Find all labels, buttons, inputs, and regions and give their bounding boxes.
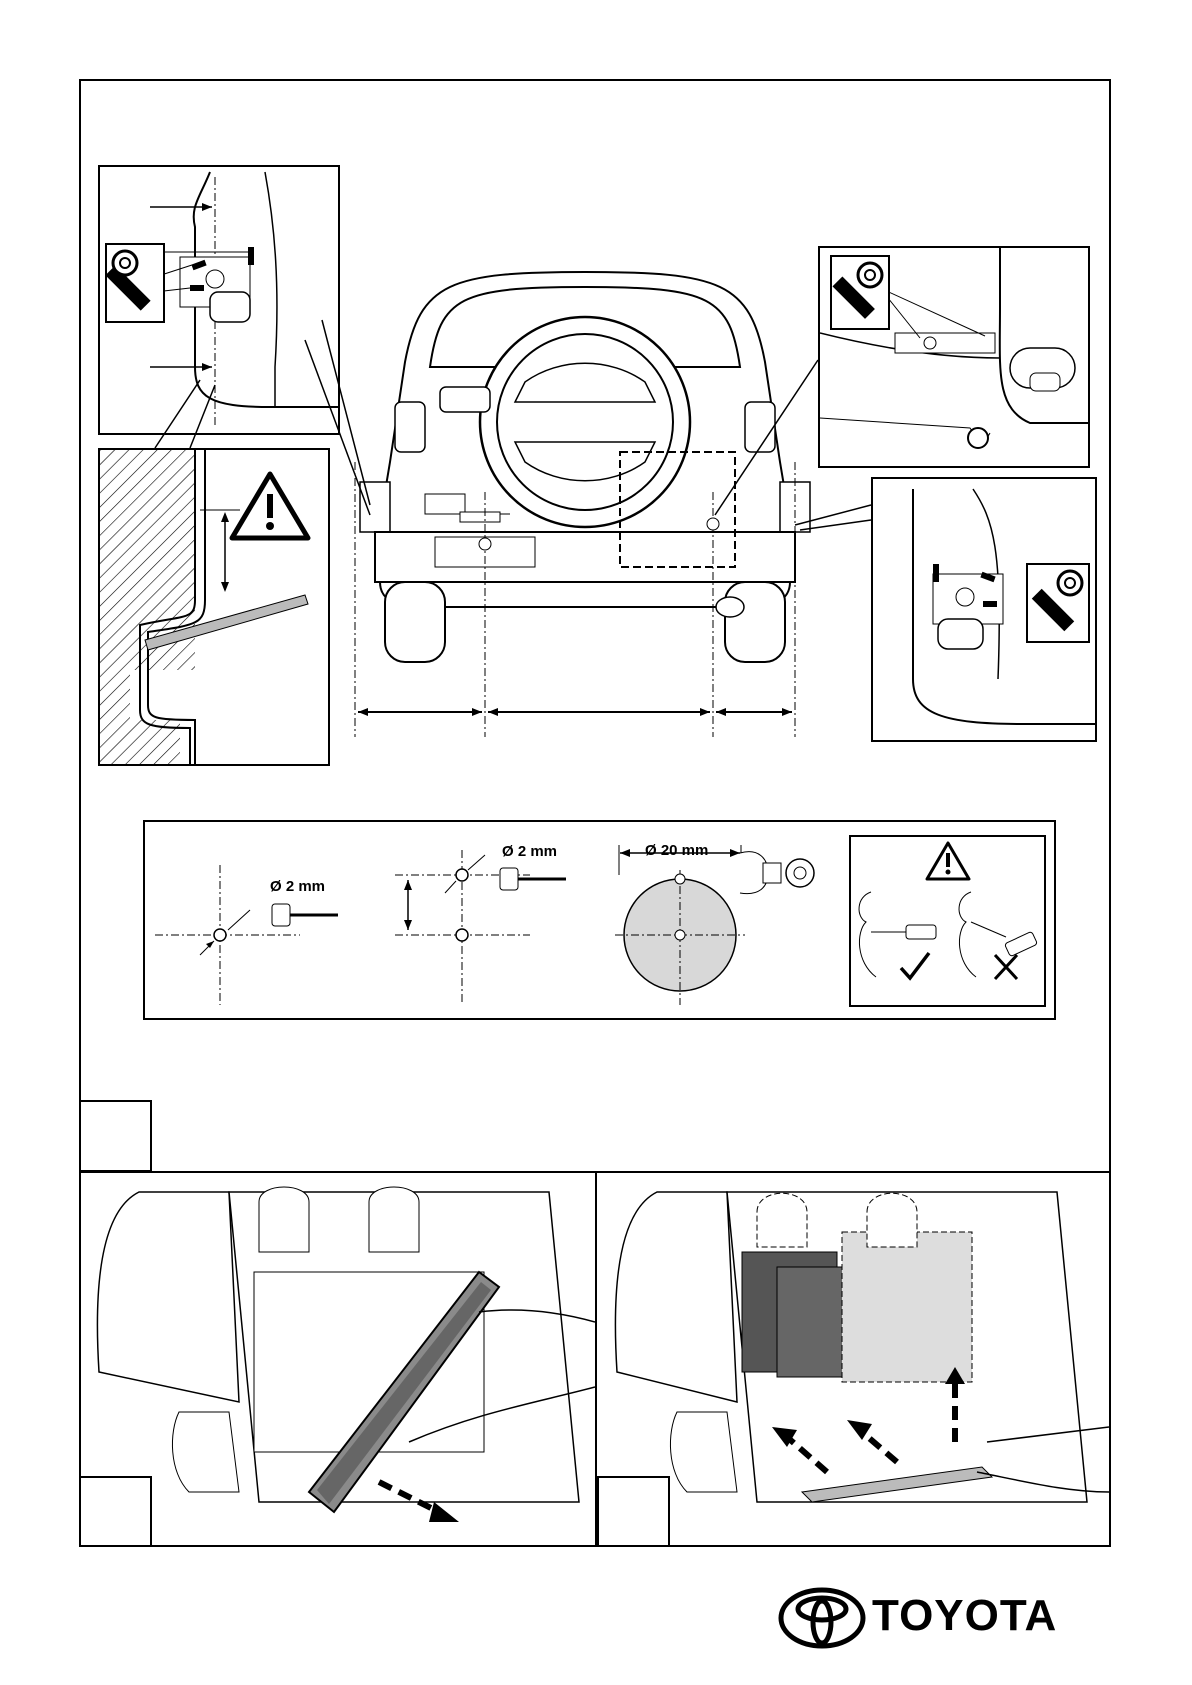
step-number-box <box>79 1100 152 1172</box>
drill-diameter-label: Ø 20 mm <box>645 842 708 859</box>
drill-step-3 <box>615 845 745 1010</box>
toyota-logo-icon <box>778 1587 866 1649</box>
photo-remove-sill-plate <box>79 1172 597 1547</box>
hole-saw-icon <box>738 848 818 898</box>
drill-icon <box>270 900 340 930</box>
drill-step-1 <box>150 860 370 1010</box>
leader-lines <box>0 0 1192 800</box>
drill-diameter-label: Ø 2 mm <box>502 843 557 860</box>
cross-mark-icon <box>992 952 1020 982</box>
photo-step-label-box <box>597 1476 670 1547</box>
brand-wordmark: TOYOTA <box>872 1591 1057 1641</box>
check-mark-icon <box>898 950 932 982</box>
photo-remove-seat-panel <box>597 1172 1111 1547</box>
photo-step-label-box <box>79 1476 152 1547</box>
drill-diameter-label: Ø 2 mm <box>270 878 325 895</box>
drill-icon <box>498 864 568 894</box>
